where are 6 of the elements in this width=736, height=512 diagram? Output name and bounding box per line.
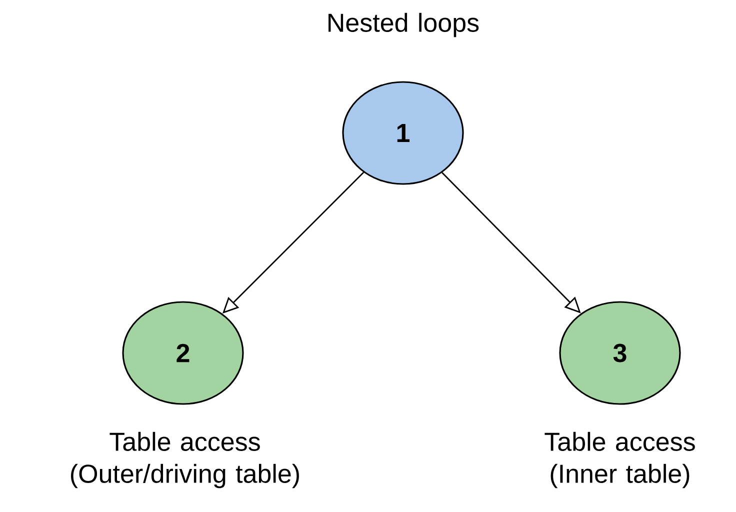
node-caption: Nested loops (328, 12, 479, 38)
circle-node: 1 (342, 81, 464, 185)
node-caption: Table access (Inner table) (544, 432, 695, 488)
circle-node: 3 (559, 301, 681, 405)
circle-node: 2 (122, 301, 244, 405)
node-caption: Table access (Outer/driving table) (71, 432, 299, 488)
